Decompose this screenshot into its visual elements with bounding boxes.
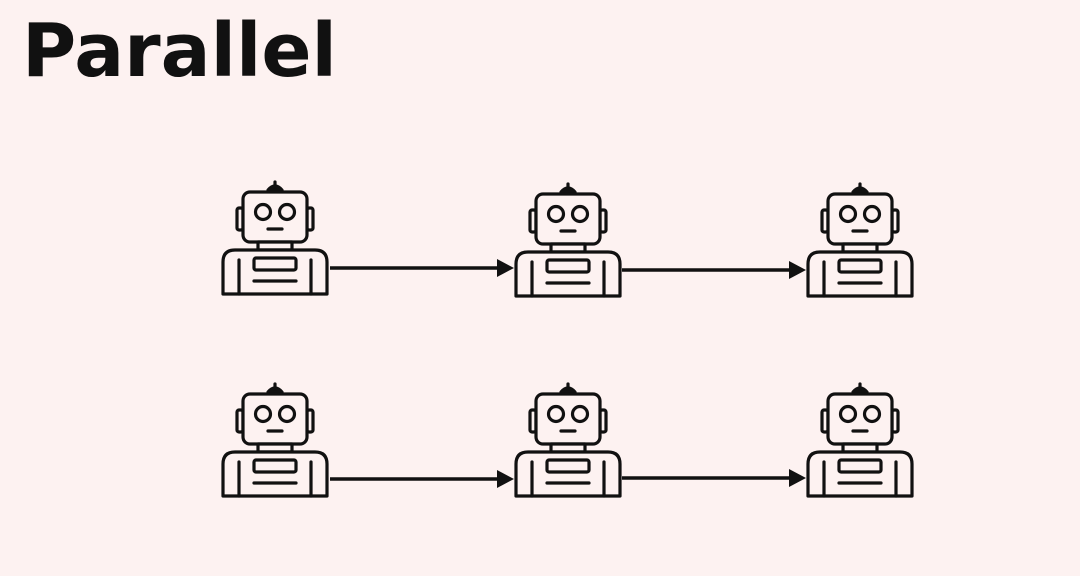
- row-2-node-1-robot-icon: [221, 382, 329, 498]
- row-2-arrow-2-head: [789, 469, 806, 487]
- row-1-node-3-robot-icon: [806, 182, 914, 298]
- row-1-node-2-robot-icon: [514, 182, 622, 298]
- row-1-arrow-2-head: [789, 261, 806, 279]
- page-title: Parallel: [22, 8, 337, 94]
- row-1-arrow-1-head: [497, 259, 514, 277]
- row-2-node-3-robot-icon: [806, 382, 914, 498]
- row-2-node-2-robot-icon: [514, 382, 622, 498]
- row-2-arrow-1-head: [497, 470, 514, 488]
- row-1-node-1-robot-icon: [221, 180, 329, 296]
